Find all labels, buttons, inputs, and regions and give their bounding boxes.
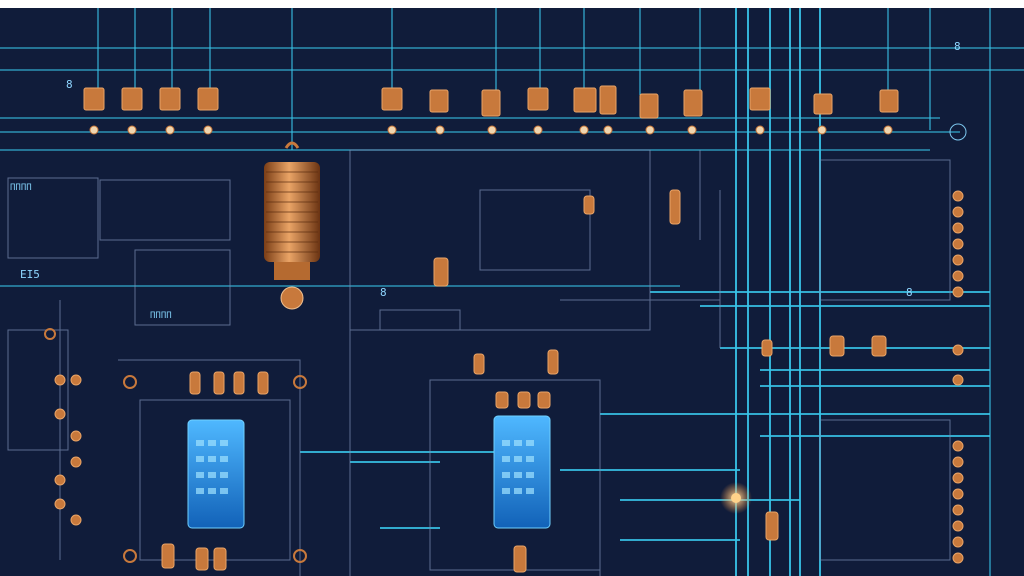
svg-text:8: 8 [380, 286, 387, 299]
schematic-markings: 8 EI5 ΠΠΠΠ ΠΠΠΠ 8 8 8 [10, 40, 961, 321]
svg-text:8: 8 [66, 78, 73, 91]
resistor-icon [429, 89, 449, 113]
svg-text:ΠΠΠΠ: ΠΠΠΠ [10, 183, 32, 193]
svg-text:EI5: EI5 [20, 268, 40, 281]
lamp-icon [720, 482, 752, 514]
edge-connector [952, 190, 964, 564]
resistor-icon [83, 87, 105, 111]
resistor-icon [197, 87, 219, 111]
resistor-icon [599, 85, 617, 115]
lcd-display-icon [187, 419, 245, 529]
horizontal-traces [0, 47, 1024, 541]
resistor-icon [159, 87, 181, 111]
edge-connector [54, 374, 82, 526]
resistor-icon [683, 89, 703, 117]
resistor-icon [381, 87, 403, 111]
lcd-display-icon [493, 415, 551, 529]
svg-text:8: 8 [906, 286, 913, 299]
top-white-strip [0, 0, 1024, 8]
coil-inductor-icon [264, 141, 320, 310]
secondary-traces [7, 149, 951, 576]
svg-text:ΠΠΠΠ: ΠΠΠΠ [150, 311, 172, 321]
resistor-icon [813, 93, 833, 115]
resistor-icon [879, 89, 899, 113]
resistor-icon [573, 87, 597, 113]
resistor-icon [749, 87, 771, 111]
resistor-icon [481, 89, 501, 117]
capacitor-icon [161, 189, 887, 573]
resistor-icon [527, 87, 549, 111]
mounting-holes [44, 328, 307, 563]
terminal-posts [89, 123, 967, 141]
resistor-icon [639, 93, 659, 119]
resistor-bank-top [83, 85, 899, 119]
resistor-icon [121, 87, 143, 111]
svg-text:8: 8 [954, 40, 961, 53]
